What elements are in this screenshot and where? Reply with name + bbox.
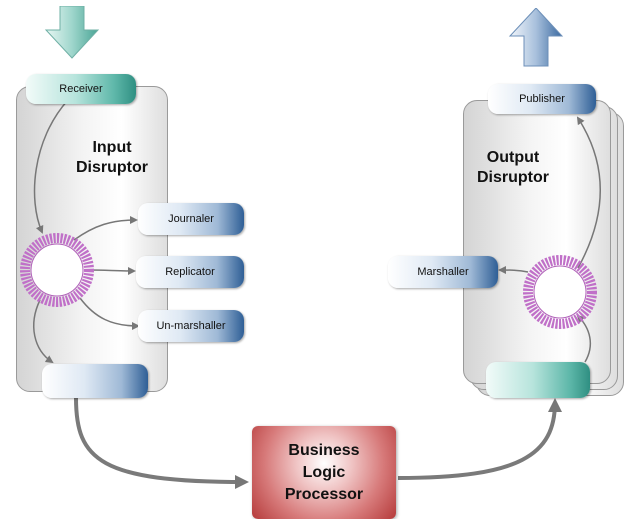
- input-disruptor-title: Input Disruptor: [70, 138, 154, 178]
- input-arrow-icon: [44, 6, 100, 59]
- blp-line1: Business: [288, 441, 360, 459]
- publisher-box: Publisher: [488, 84, 596, 114]
- input-output-slot: [42, 364, 148, 398]
- input-title-line1: Input: [92, 139, 132, 156]
- input-title-line2: Disruptor: [76, 159, 148, 176]
- receiver-box: Receiver: [26, 74, 136, 104]
- business-logic-processor-box: Business Logic Processor: [252, 426, 396, 519]
- output-entry-slot: [486, 362, 590, 398]
- output-disruptor-title: Output Disruptor: [470, 148, 556, 188]
- output-ring-buffer-icon: [523, 255, 597, 329]
- receiver-to-ring-arrow: [33, 99, 69, 234]
- ring-to-publisher-arrow: [576, 116, 601, 269]
- blp-line2: Logic: [302, 463, 346, 481]
- output-title-line1: Output: [486, 149, 540, 166]
- unmarshaller-box: Un-marshaller: [138, 310, 244, 342]
- ring-to-output-arrow: [33, 299, 54, 364]
- output-arrow-icon: [508, 8, 564, 67]
- input-ring-buffer-icon: [20, 233, 94, 307]
- journaler-box: Journaler: [138, 203, 244, 235]
- marshaller-box: Marshaller: [388, 256, 498, 288]
- replicator-box: Replicator: [136, 256, 244, 288]
- input-to-processor-arrow: [74, 397, 249, 489]
- output-disruptor-panel: [463, 100, 611, 384]
- blp-line3: Processor: [284, 485, 364, 503]
- processor-to-output-arrow: [397, 398, 562, 480]
- output-title-line2: Disruptor: [477, 169, 549, 186]
- ring-to-journaler-arrow: [73, 216, 138, 241]
- ring-to-marshaller-arrow: [498, 266, 529, 275]
- ring-to-unmarshaller-arrow: [79, 297, 140, 330]
- ring-to-replicator-arrow: [89, 266, 136, 275]
